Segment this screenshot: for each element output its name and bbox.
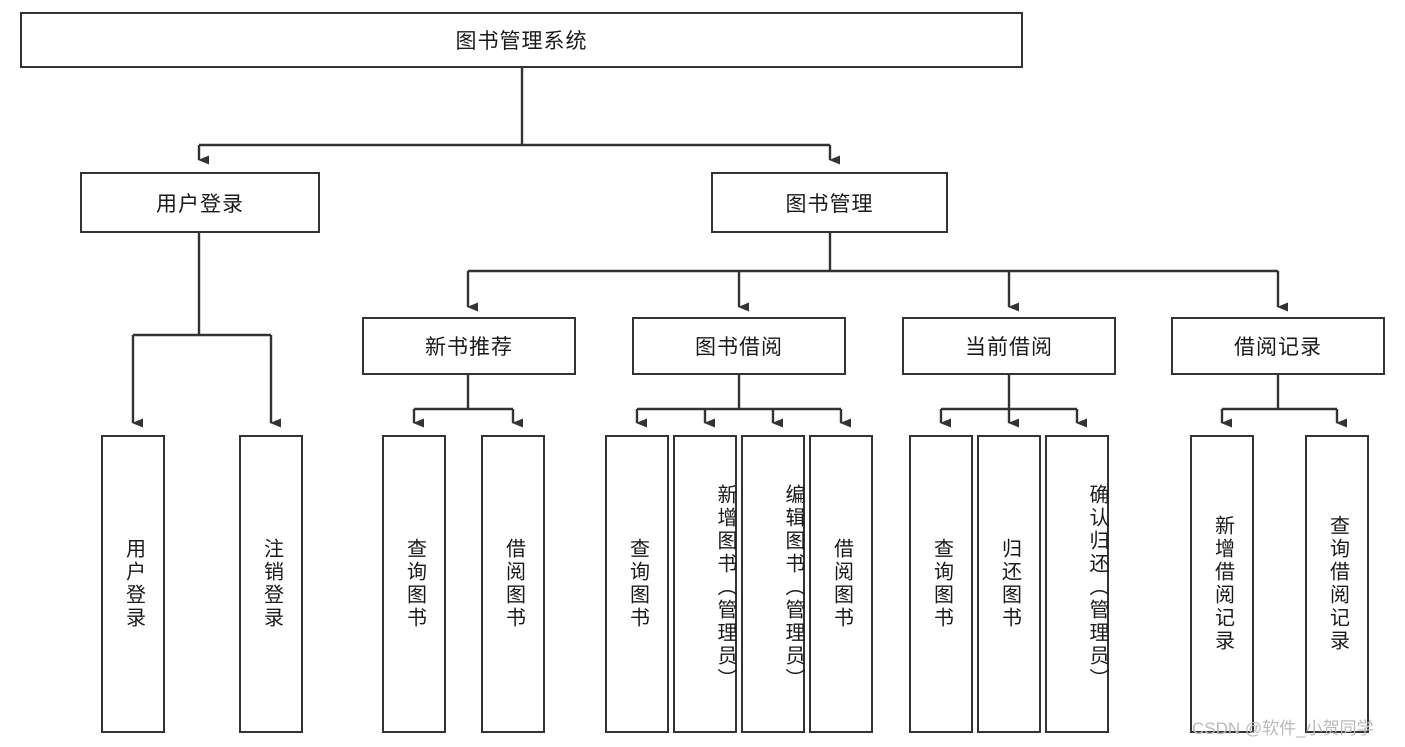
- leaf-new-book-borrow[interactable]: 借阅图书: [481, 435, 545, 733]
- node-label: 确认归还（管理员）: [1086, 483, 1108, 691]
- leaf-record-query[interactable]: 查询借阅记录: [1305, 435, 1369, 733]
- leaf-current-return[interactable]: 归还图书: [977, 435, 1041, 733]
- node-book-borrow[interactable]: 图书借阅: [632, 317, 846, 375]
- node-label: 新增图书（管理员）: [714, 483, 736, 691]
- node-label: 查询图书: [626, 538, 649, 630]
- node-label: 图书管理: [785, 192, 874, 216]
- node-label: 用户登录: [156, 192, 244, 216]
- node-root-system[interactable]: 图书管理系统: [20, 12, 1023, 68]
- node-label: 查询图书: [930, 538, 953, 630]
- node-label: 图书借阅: [695, 336, 783, 359]
- node-new-book-recommend[interactable]: 新书推荐: [362, 317, 576, 375]
- node-label: 新书推荐: [425, 336, 513, 359]
- node-label: 用户登录: [122, 538, 145, 630]
- node-label: 借阅图书: [830, 538, 853, 630]
- leaf-new-book-query[interactable]: 查询图书: [382, 435, 446, 733]
- leaf-current-query[interactable]: 查询图书: [909, 435, 973, 733]
- node-label: 图书管理系统: [455, 30, 588, 53]
- node-label: 查询图书: [403, 538, 426, 630]
- node-label: 当前借阅: [965, 336, 1053, 359]
- leaf-borrow-query[interactable]: 查询图书: [605, 435, 669, 733]
- node-label: 借阅图书: [502, 538, 525, 630]
- node-label: 借阅记录: [1234, 336, 1322, 359]
- node-label: 新增借阅记录: [1211, 515, 1234, 653]
- node-user-login[interactable]: 用户登录: [80, 172, 320, 233]
- leaf-borrow-edit-book-admin[interactable]: 编辑图书（管理员）: [741, 435, 805, 733]
- node-label: 查询借阅记录: [1326, 515, 1349, 653]
- node-current-borrow[interactable]: 当前借阅: [902, 317, 1116, 375]
- leaf-record-add[interactable]: 新增借阅记录: [1190, 435, 1254, 733]
- node-borrow-record[interactable]: 借阅记录: [1171, 317, 1385, 375]
- node-book-management[interactable]: 图书管理: [711, 172, 948, 233]
- leaf-borrow-borrow-book[interactable]: 借阅图书: [809, 435, 873, 733]
- leaf-borrow-add-book-admin[interactable]: 新增图书（管理员）: [673, 435, 737, 733]
- leaf-current-confirm-return-admin[interactable]: 确认归还（管理员）: [1045, 435, 1109, 733]
- leaf-user-login-login[interactable]: 用户登录: [101, 435, 165, 733]
- node-label: 归还图书: [998, 538, 1021, 630]
- node-label: 注销登录: [260, 538, 283, 630]
- node-label: 编辑图书（管理员）: [782, 483, 804, 691]
- leaf-user-login-logout[interactable]: 注销登录: [239, 435, 303, 733]
